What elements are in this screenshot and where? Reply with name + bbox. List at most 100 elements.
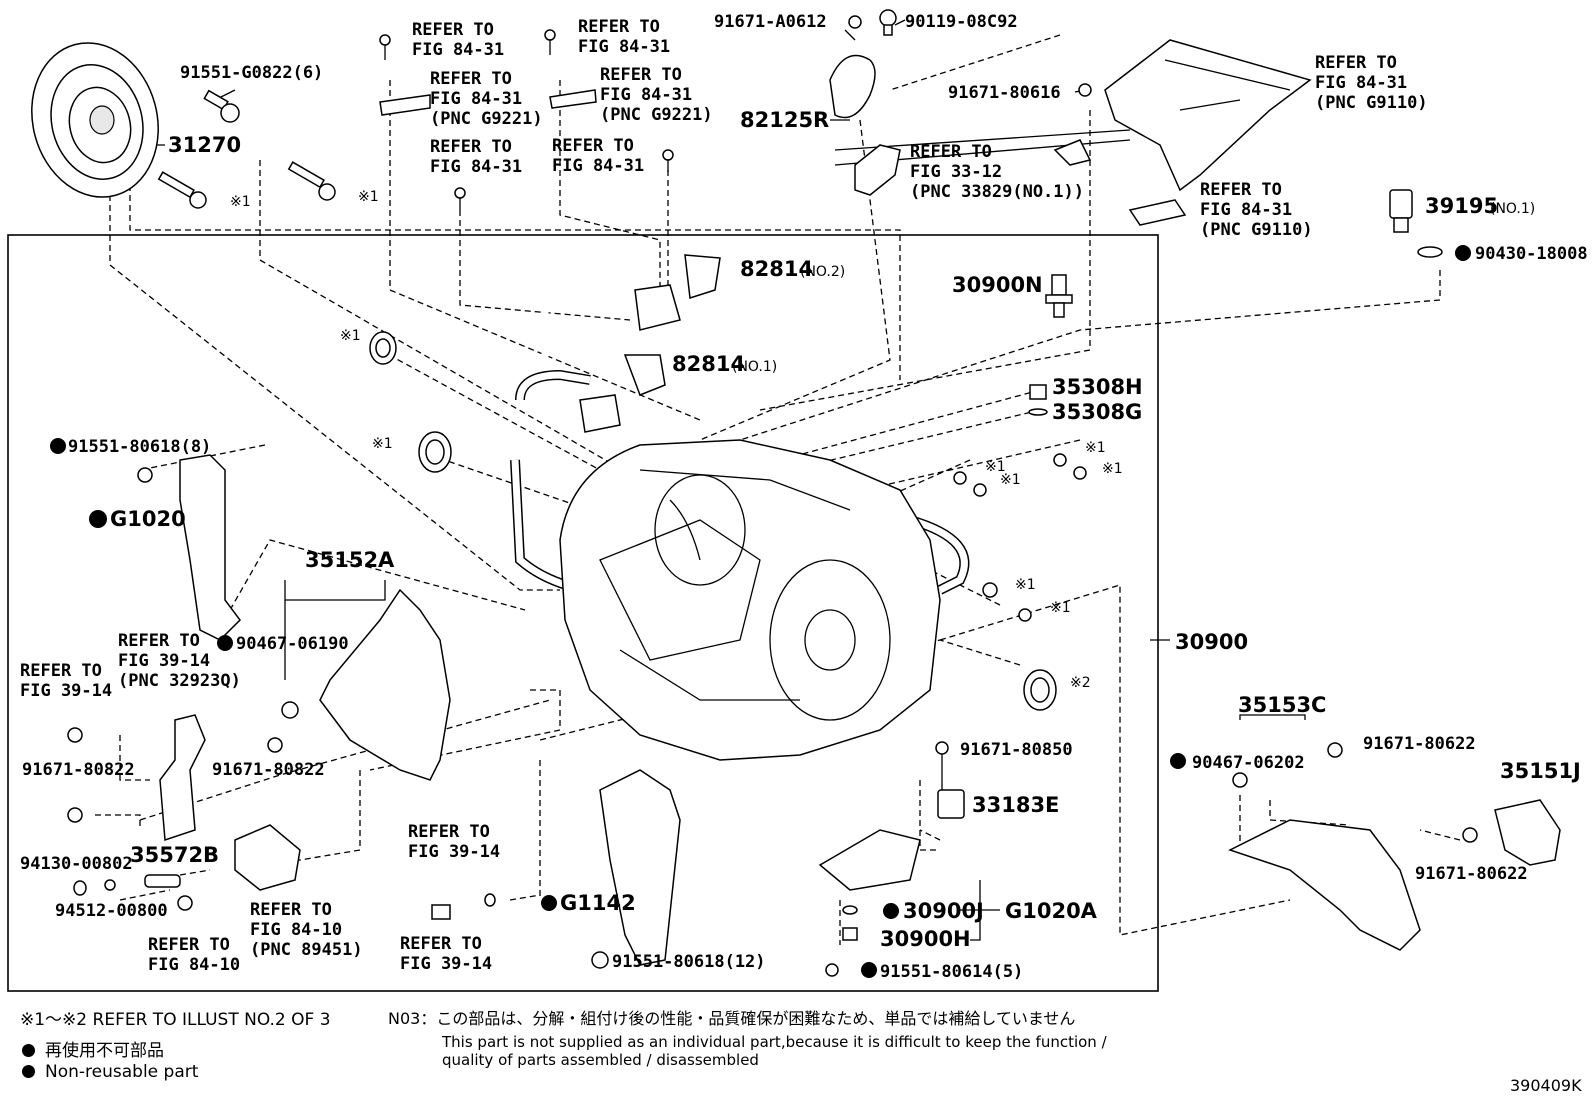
label-33183e: 33183E <box>972 793 1059 817</box>
label-fig-3: FIG 84-31 <box>430 157 522 177</box>
label-x1-b: ※1 <box>358 189 379 205</box>
label-pnc-g9110-b: (PNC G9110) <box>1200 220 1313 240</box>
legend-non-reusable-jp: 再使用不可部品 <box>22 1036 164 1061</box>
label-91551-80618-12: 91551-80618(12) <box>612 952 766 972</box>
transaxle-housing-30900 <box>559 439 941 761</box>
label-31270: 31270 <box>168 133 241 157</box>
label-fig-6: FIG 84-31 <box>552 156 644 176</box>
part-labels: 31270 91551-G0822(6) ※1 ※1 REFER TO FIG … <box>20 12 1588 982</box>
pump-89451 <box>73 824 301 911</box>
label-x1-f: ※1 <box>1000 472 1021 488</box>
legend-jp-text: 再使用不可部品 <box>45 1041 164 1061</box>
damper-disc-31270 <box>31 42 159 198</box>
assembly-frame <box>7 234 1159 992</box>
label-pnc-g9221-b: (PNC G9221) <box>600 105 713 125</box>
label-refer-1: REFER TO <box>412 20 494 40</box>
label-fig-4: FIG 84-31 <box>578 37 670 57</box>
connectors-82814 <box>579 254 721 433</box>
label-g1020a: G1020A <box>1005 899 1098 923</box>
vent-plug-30900n <box>1045 274 1073 318</box>
label-fig-5: FIG 84-31 <box>600 85 692 105</box>
label-fig-3914-b: FIG 39-14 <box>20 681 112 701</box>
label-refer-6: REFER TO <box>552 136 634 156</box>
label-x1-j: ※1 <box>1050 600 1071 616</box>
label-refer-13: REFER TO <box>250 900 332 920</box>
label-x1-i: ※1 <box>1015 577 1036 593</box>
label-pnc-32923q: (PNC 32923Q) <box>118 671 241 691</box>
label-x2: ※2 <box>1070 675 1091 691</box>
illustration-code: 390409K <box>1510 1076 1582 1095</box>
label-refer-3: REFER TO <box>430 137 512 157</box>
label-pnc-89451: (PNC 89451) <box>250 940 363 960</box>
label-fig-3914-c: FIG 39-14 <box>408 842 500 862</box>
label-90467-06190: 90467-06190 <box>236 634 349 654</box>
strainer-g1020a <box>818 741 965 977</box>
label-refer-14: REFER TO <box>408 822 490 842</box>
label-refer-2: REFER TO <box>430 69 512 89</box>
label-91671-80622-b: 91671-80622 <box>1415 864 1528 884</box>
label-82814-no2: 82814 <box>740 257 813 281</box>
label-35308h: 35308H <box>1052 375 1143 399</box>
label-fig-2: FIG 84-31 <box>430 89 522 109</box>
non-reusable-dot-icon <box>22 1065 35 1078</box>
label-94130-00802: 94130-00802 <box>20 854 133 874</box>
non-reusable-dots <box>50 245 1471 978</box>
label-x1-e: ※1 <box>985 459 1006 475</box>
protector-82125r <box>829 9 897 119</box>
label-91551-g0822: 91551-G0822(6) <box>180 63 323 83</box>
note-n03-en-1: This part is not supplied as an individu… <box>442 1033 1107 1051</box>
label-refer-12: REFER TO <box>148 935 230 955</box>
label-fig-1: FIG 84-31 <box>412 40 504 60</box>
label-x1-g: ※1 <box>1085 440 1106 456</box>
note-n03-jp: N03：この部品は、分解・組付け後の性能・品質確保が困難なため、単品では補給して… <box>388 1009 1076 1028</box>
label-pnc-33829: (PNC 33829(NO.1)) <box>910 182 1084 202</box>
label-94512-00800: 94512-00800 <box>55 901 168 921</box>
label-90119-08c92: 90119-08C92 <box>905 12 1018 32</box>
cover-35153c <box>1228 742 1478 951</box>
label-35572b: 35572B <box>130 843 219 867</box>
label-91671-80822-a: 91671-80822 <box>22 760 135 780</box>
non-reusable-dot-icon <box>22 1044 35 1057</box>
cover-35152a <box>267 588 451 781</box>
cover-g1020 <box>137 454 241 641</box>
label-refer-5: REFER TO <box>600 65 682 85</box>
label-x1-c: ※1 <box>340 328 361 344</box>
label-fig-8410-a: FIG 84-10 <box>148 955 240 975</box>
label-91671-80622-a: 91671-80622 <box>1363 734 1476 754</box>
sensor-39195 <box>1389 189 1443 258</box>
legend-en-text: Non-reusable part <box>45 1062 199 1082</box>
cover-35151j <box>1494 799 1561 866</box>
label-x1-a: ※1 <box>230 194 251 210</box>
label-30900h: 30900H <box>880 927 971 951</box>
brackets-g9221 <box>379 29 674 210</box>
label-g1142: G1142 <box>560 891 636 915</box>
label-30900: 30900 <box>1175 630 1248 654</box>
label-91671-80822-b: 91671-80822 <box>212 760 325 780</box>
label-refer-11: REFER TO <box>20 661 102 681</box>
footnote-refer: ※1～※2 REFER TO ILLUST NO.2 OF 3 <box>20 1010 331 1030</box>
label-g1020: G1020 <box>110 507 186 531</box>
bracket-g9110 <box>1078 39 1312 226</box>
label-90430-18008: 90430-18008 <box>1475 244 1588 264</box>
label-39195: 39195 <box>1425 194 1498 218</box>
label-91551-80618-8: 91551-80618(8) <box>68 437 211 457</box>
bolts-x1-upper <box>157 161 336 209</box>
label-refer-7: REFER TO <box>910 142 992 162</box>
label-35153c: 35153C <box>1238 693 1326 717</box>
label-no1: (NO.1) <box>732 359 777 375</box>
label-refer-15: REFER TO <box>400 934 482 954</box>
harness-clamp-33829 <box>834 129 1131 196</box>
label-pnc-g9110-a: (PNC G9110) <box>1315 93 1428 113</box>
label-fig-9: FIG 84-31 <box>1200 200 1292 220</box>
label-refer-9: REFER TO <box>1200 180 1282 200</box>
label-82814-no1: 82814 <box>672 352 745 376</box>
label-90467-06202: 90467-06202 <box>1192 753 1305 773</box>
label-refer-10: REFER TO <box>118 631 200 651</box>
label-refer-4: REFER TO <box>578 17 660 37</box>
label-35151j: 35151J <box>1500 759 1581 783</box>
label-35308g: 35308G <box>1052 400 1142 424</box>
label-91671-80850: 91671-80850 <box>960 740 1073 760</box>
cover-g1142 <box>431 769 681 969</box>
label-39195-no1: (NO.1) <box>1490 201 1535 217</box>
